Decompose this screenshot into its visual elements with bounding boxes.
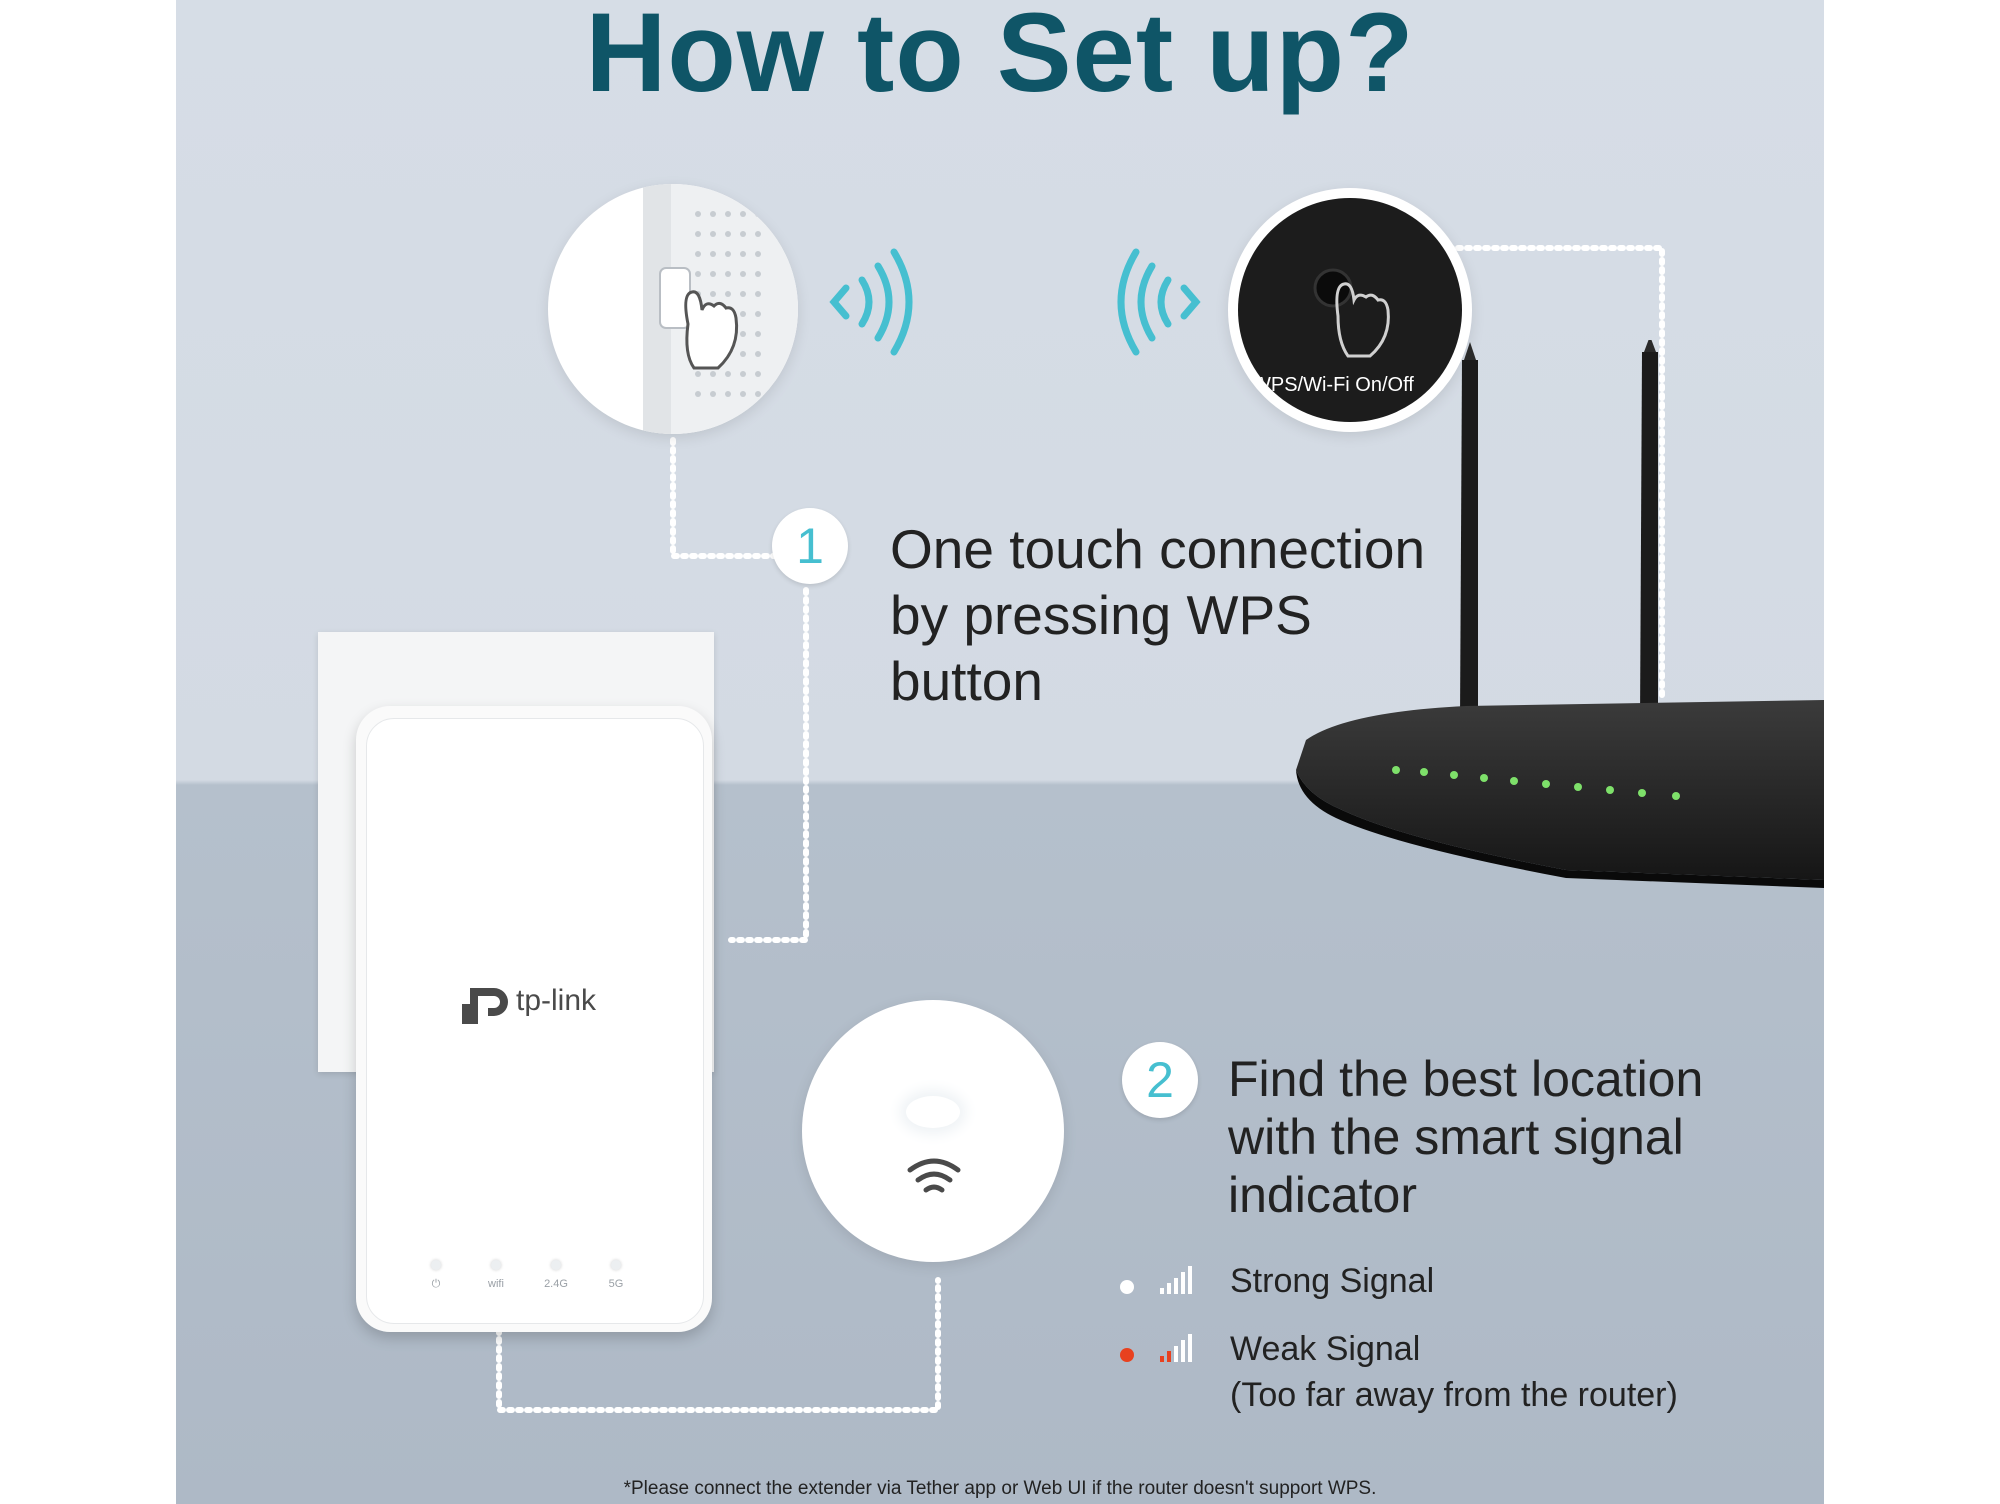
router-image (1296, 340, 1824, 888)
router-led-row (1392, 766, 1680, 800)
led-label-power: ⏻ (431, 1278, 441, 1290)
step1-number-badge: 1 (772, 508, 848, 584)
step1-text: One touch connection by pressing WPS but… (890, 516, 1450, 714)
signal-bars-weak-icon (1160, 1334, 1192, 1362)
extender-led-row: ⏻ wifi 2.4G 5G (416, 1260, 656, 1310)
router-wps-closeup: WPS/Wi-Fi On/Off (1228, 188, 1472, 432)
step2-connector (496, 1277, 941, 1413)
weak-signal-sublabel: (Too far away from the router) (1230, 1376, 1678, 1414)
step2-number-badge: 2 (1122, 1042, 1198, 1118)
tp-link-logo (460, 978, 512, 1035)
weak-signal-label: Weak Signal (1230, 1330, 1421, 1368)
signal-indicator-closeup (802, 1000, 1064, 1262)
signal-bars-strong-icon (1160, 1266, 1192, 1294)
led-label-2g: 2.4G (544, 1278, 568, 1290)
strong-signal-dot (1120, 1280, 1134, 1294)
step2-text-line: with the smart signal (1228, 1109, 1684, 1165)
weak-signal-dot (1120, 1348, 1134, 1362)
step1-text-line: by pressing WPS (890, 584, 1312, 646)
setup-infographic: How to Set up? (176, 0, 1824, 1504)
dotted-connectors (496, 245, 1665, 1413)
page-title: How to Set up? (585, 0, 1415, 115)
extender-brand-text: tp-link (516, 984, 597, 1017)
step1-text-line: button (890, 650, 1043, 712)
led-label-wifi: wifi (488, 1278, 504, 1290)
step1-text-line: One touch connection (890, 518, 1426, 580)
step1-connector-left (670, 437, 779, 559)
router-button-label: WPS/Wi-Fi On/Off (1252, 374, 1414, 396)
router-connector (1428, 245, 1665, 703)
step1-connector-down (728, 587, 809, 943)
tp-link-logo-icon (462, 988, 508, 1024)
strong-signal-label: Strong Signal (1230, 1262, 1435, 1300)
extender-wps-closeup (548, 184, 798, 434)
wifi-icon (907, 1158, 961, 1193)
led-label-5g: 5G (608, 1278, 624, 1290)
step2-text: Find the best location with the smart si… (1228, 1050, 1788, 1224)
signal-wave-left-icon (1117, 248, 1201, 356)
signal-wave-right-icon (829, 248, 913, 356)
footnote: *Please connect the extender via Tether … (623, 1478, 1377, 1499)
step2-text-line: Find the best location (1228, 1051, 1704, 1107)
range-extender-device: tp-link ⏻ wifi 2.4G 5G (356, 706, 712, 1332)
step2-text-line: indicator (1228, 1167, 1417, 1223)
